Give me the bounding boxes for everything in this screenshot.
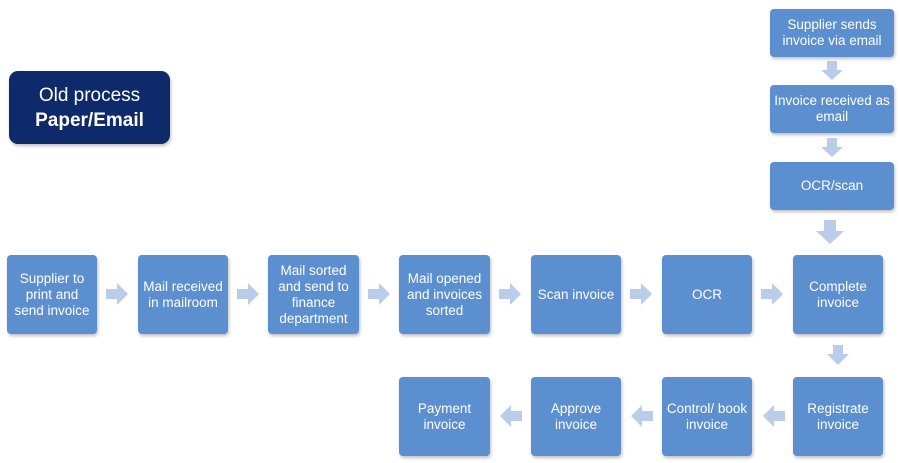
- step-label: Registrate invoice: [807, 400, 869, 432]
- step-label: Scan invoice: [537, 286, 615, 302]
- step-label: Supplier to print and send invoice: [14, 270, 90, 318]
- title-line-1: Old process: [38, 84, 141, 106]
- arrow-left-icon: [500, 405, 522, 427]
- arrow-down-icon: [827, 345, 849, 365]
- step-label: Complete invoice: [809, 278, 867, 310]
- arrow-right-icon: [368, 283, 390, 305]
- step-label: Invoice received as email: [774, 93, 890, 124]
- arrow-down-icon: [816, 220, 844, 244]
- process-title-box: Old process Paper/Email: [9, 71, 170, 144]
- arrow-right-icon: [630, 283, 652, 305]
- step-scan-invoice: Scan invoice: [531, 255, 621, 334]
- arrow-right-icon: [761, 283, 783, 305]
- step-ocr: OCR: [662, 255, 752, 334]
- step-registrate-invoice: Registrate invoice: [793, 377, 883, 456]
- arrow-left-icon: [763, 405, 785, 427]
- step-label: Mail received in mailroom: [143, 278, 223, 310]
- step-complete-invoice: Complete invoice: [793, 255, 883, 334]
- step-label: Approve invoice: [550, 400, 602, 432]
- step-label: OCR: [692, 286, 722, 302]
- step-invoice-received-email: Invoice received as email: [770, 85, 894, 133]
- title-line-2: Paper/Email: [35, 109, 144, 131]
- step-mail-sorted: Mail sorted and send to finance departme…: [268, 255, 359, 334]
- arrow-left-icon: [631, 405, 653, 427]
- arrow-down-icon: [821, 61, 843, 80]
- arrow-right-icon: [106, 283, 128, 305]
- step-label: Mail sorted and send to finance departme…: [278, 262, 349, 326]
- step-control-book-invoice: Control/ book invoice: [662, 377, 752, 456]
- step-label: Control/ book invoice: [666, 400, 748, 432]
- step-mail-received: Mail received in mailroom: [138, 255, 228, 334]
- arrow-down-icon: [821, 138, 843, 157]
- arrow-right-icon: [237, 283, 259, 305]
- step-label: Mail opened and invoices sorted: [406, 270, 483, 318]
- step-label: Payment invoice: [417, 400, 472, 432]
- arrow-right-icon: [499, 283, 521, 305]
- step-payment-invoice: Payment invoice: [399, 377, 490, 456]
- step-label: Supplier sends invoice via email: [782, 17, 882, 48]
- step-supplier-sends-email: Supplier sends invoice via email: [770, 9, 894, 57]
- step-label: OCR/scan: [800, 178, 864, 193]
- step-mail-opened: Mail opened and invoices sorted: [399, 255, 490, 334]
- step-ocr-scan: OCR/scan: [770, 162, 894, 210]
- step-supplier-print: Supplier to print and send invoice: [7, 255, 97, 334]
- step-approve-invoice: Approve invoice: [531, 377, 621, 456]
